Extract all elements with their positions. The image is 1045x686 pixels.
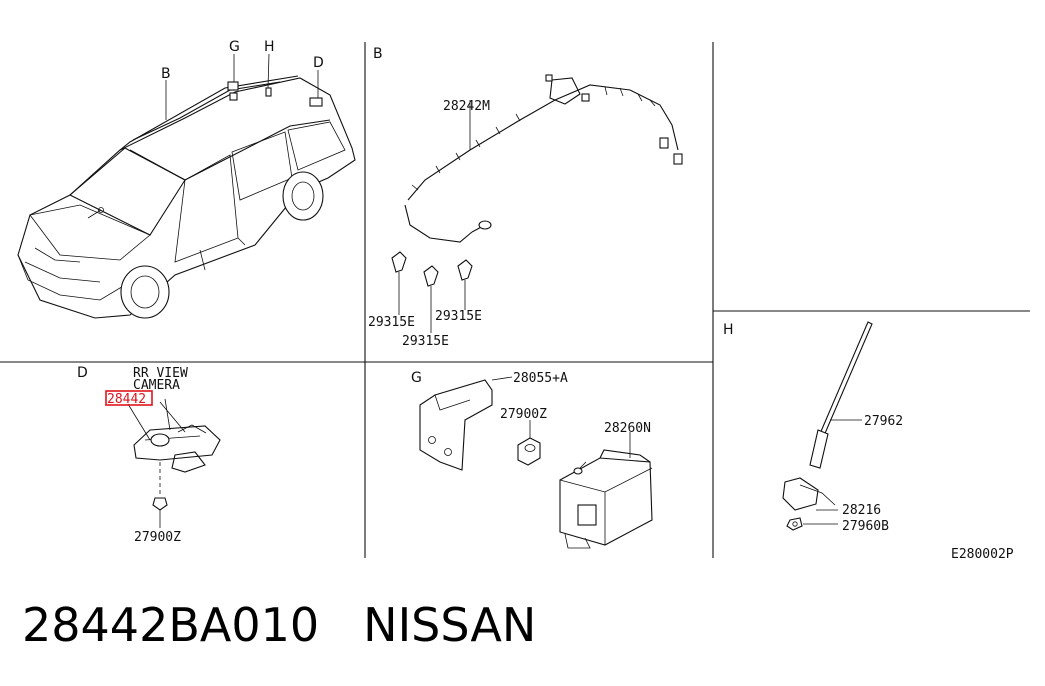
part-28242m: 28242M (443, 99, 490, 114)
car-label-d: D (313, 55, 324, 71)
camera-illustration (127, 398, 221, 528)
part-28216: 28216 (842, 503, 881, 518)
part-29315e-middle: 29315E (402, 334, 449, 349)
panel-h-letter: H (723, 322, 734, 338)
drawing-code: E280002P (951, 547, 1014, 562)
panel-g-letter: G (411, 370, 422, 386)
panel-d-letter: D (77, 365, 88, 381)
camera-title-line1: RR VIEW (133, 366, 188, 381)
part-27962: 27962 (864, 414, 903, 429)
car-label-b: B (161, 66, 171, 82)
part-28260n: 28260N (604, 421, 651, 436)
part-27960b: 27960B (842, 519, 889, 534)
car-illustration (17, 53, 356, 319)
panel-dividers (0, 42, 1030, 558)
part-28055-a: 28055+A (513, 371, 568, 386)
caption-part-number: 28442BA010 (22, 598, 320, 652)
antenna-illustration (782, 321, 873, 531)
control-unit-illustration (419, 376, 653, 549)
highlighted-part-box (105, 390, 153, 406)
part-27900z-module: 27900Z (500, 407, 547, 422)
panel-b-letter: B (373, 46, 383, 62)
car-label-h: H (264, 39, 275, 55)
part-29315e-left: 29315E (368, 315, 415, 330)
caption-brand: NISSAN (363, 598, 537, 652)
camera-title-line2: CAMERA (133, 378, 180, 393)
car-label-g: G (229, 39, 240, 55)
part-29315e-right: 29315E (435, 309, 482, 324)
harness-illustration (391, 74, 683, 333)
part-28442-highlighted[interactable]: 28442 (107, 392, 146, 407)
part-27900z-camera: 27900Z (134, 530, 181, 545)
product-caption: 28442BA010 NISSAN (22, 598, 536, 652)
